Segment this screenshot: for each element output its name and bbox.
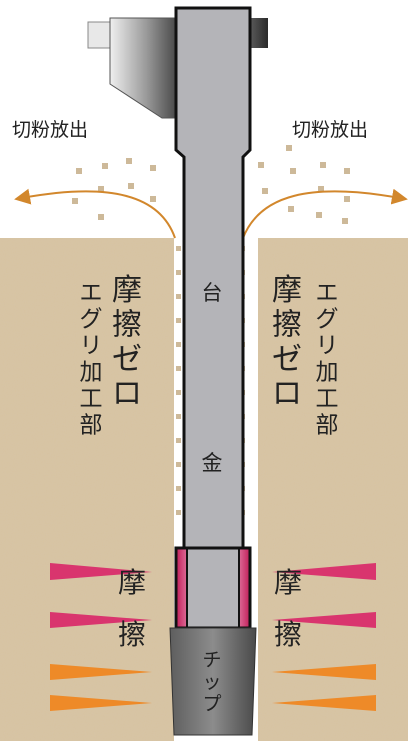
label-tip: チップ <box>202 649 221 715</box>
label-friction-right: 摩擦 <box>274 566 302 651</box>
chip-tip <box>169 627 257 736</box>
chip-particles-air <box>72 145 350 224</box>
label-friction-left: 摩擦 <box>118 566 146 651</box>
friction-wedges-left <box>50 563 152 711</box>
chip-particle <box>176 414 181 419</box>
chip-particle <box>176 342 181 347</box>
friction-wedges-right <box>272 563 376 711</box>
label-shank: 台金 <box>202 281 223 475</box>
chip-particle <box>176 486 181 491</box>
chip-particle <box>176 270 181 275</box>
chip-particle <box>176 246 181 251</box>
shank <box>174 6 252 630</box>
soil-right <box>258 238 408 741</box>
chip-particle <box>176 318 181 323</box>
label-chip-out-right: 切粉放出 <box>292 119 368 141</box>
chip-out-arrow-left <box>14 188 176 239</box>
chip-particle <box>176 294 181 299</box>
label-grooved-right: エグリ加工部 <box>316 280 339 438</box>
chip-particle <box>176 510 181 515</box>
chip-particle <box>176 390 181 395</box>
label-zero-friction-right: 摩擦ゼロ <box>272 273 302 412</box>
label-grooved-left: エグリ加工部 <box>80 280 103 438</box>
label-zero-friction-left: 摩擦ゼロ <box>112 273 142 412</box>
chip-particle <box>176 366 181 371</box>
soil-left <box>0 238 174 741</box>
chip-out-arrow-right <box>242 188 408 239</box>
label-chip-out-left: 切粉放出 <box>12 119 88 141</box>
chip-particle <box>176 438 181 443</box>
tool-holder <box>87 17 268 119</box>
chip-particle <box>176 462 181 467</box>
